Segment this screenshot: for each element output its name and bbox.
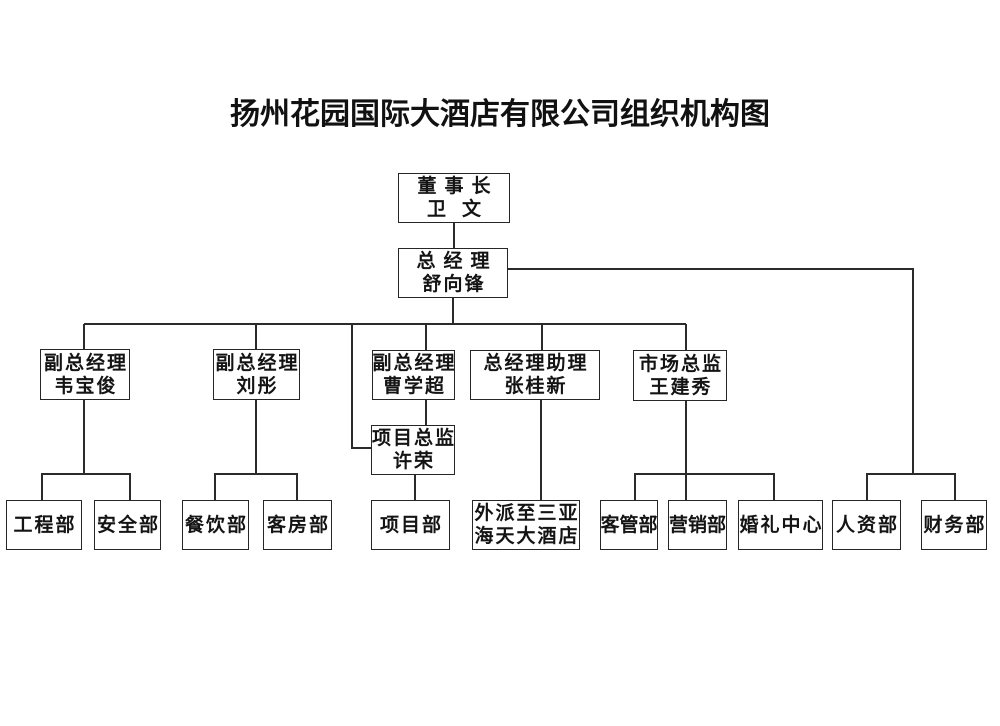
dept-guest-mgmt-label: 客管部 [600,514,658,536]
org-box-dept-security: 安全部 [94,500,161,550]
connector-deputy1-bar [41,473,131,500]
org-box-gm-assistant: 总经理助理 张桂新 [470,350,600,400]
org-box-marketing-director: 市场总监 王建秀 [633,350,727,401]
org-box-dept-housekeeping: 客房部 [263,500,332,550]
deputy-gm-1-title-label: 副总经理 [43,352,128,374]
chairman-name-label: 卫文 [426,199,497,220]
org-box-dept-finance: 财务部 [921,500,987,550]
connector-right-bar [866,473,956,500]
gm-assistant-title-label: 总经理助理 [483,353,589,374]
dept-security-label: 安全部 [96,514,160,536]
org-box-deputy-gm-1: 副总经理 韦宝俊 [40,349,130,400]
dept-catering-label: 餐饮部 [184,514,248,536]
org-box-dept-sales: 营销部 [668,500,727,550]
dept-seconded-line2-label: 海天大酒店 [474,526,580,547]
dept-housekeeping-label: 客房部 [266,514,330,536]
connector-gm-right-branch [508,268,914,474]
deputy-gm-3-title-label: 副总经理 [372,353,457,374]
dept-seconded-line1-label: 外派至三亚 [474,503,580,524]
marketing-director-title-label: 市场总监 [638,353,723,375]
org-box-project-director: 项目总监 许荣 [371,425,455,475]
dept-finance-label: 财务部 [923,514,987,536]
connector-marketing-bar [634,473,775,500]
dept-hr-label: 人资部 [835,514,899,536]
dept-wedding-center-label: 婚礼中心 [739,514,824,536]
general-manager-title-label: 总经理 [416,251,498,272]
org-box-dept-hr: 人资部 [832,500,901,550]
gm-assistant-name-label: 张桂新 [504,376,568,397]
org-box-deputy-gm-2: 副总经理 刘彤 [213,349,300,400]
deputy-gm-1-name-label: 韦宝俊 [54,375,118,397]
org-box-general-manager: 总经理 舒向锋 [398,248,508,298]
project-director-title-label: 项目总监 [372,428,457,449]
dept-sales-label: 营销部 [669,514,727,536]
org-box-chairman: 董事长 卫文 [398,173,510,223]
org-box-deputy-gm-3: 副总经理 曹学超 [372,350,455,400]
project-director-name-label: 许荣 [392,451,435,472]
deputy-gm-2-name-label: 刘彤 [236,375,279,397]
chairman-title-label: 董事长 [417,176,499,197]
page-title: 扬州花园国际大酒店有限公司组织机构图 [230,98,770,131]
org-box-dept-seconded: 外派至三亚 海天大酒店 [472,500,580,550]
org-box-dept-catering: 餐饮部 [182,500,249,550]
general-manager-name-label: 舒向锋 [422,274,486,295]
connector-trunk-projectdirector [351,324,371,449]
org-box-dept-wedding-center: 婚礼中心 [738,500,823,550]
org-box-dept-engineering: 工程部 [6,500,82,550]
dept-engineering-label: 工程部 [13,514,77,536]
connector-deputy2-bar [214,473,298,500]
deputy-gm-2-title-label: 副总经理 [215,352,300,374]
org-box-dept-project: 项目部 [371,500,450,550]
org-box-dept-guest-mgmt: 客管部 [600,500,658,550]
dept-project-label: 项目部 [379,514,443,536]
deputy-gm-3-name-label: 曹学超 [382,376,446,397]
marketing-director-name-label: 王建秀 [649,376,713,398]
